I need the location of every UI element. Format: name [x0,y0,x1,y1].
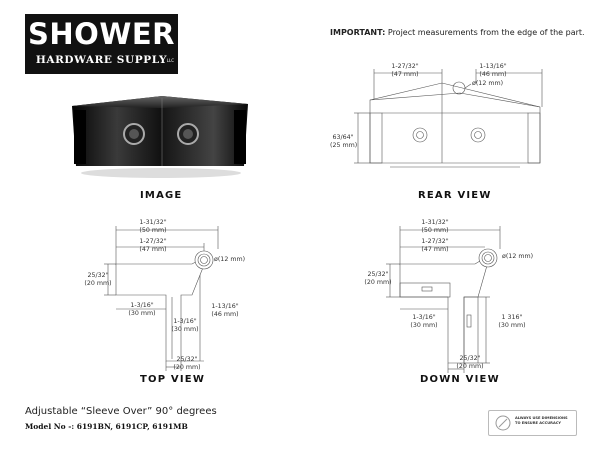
dim-mm: (47 mm) [391,70,419,78]
dim-mm: (30 mm) [410,321,438,329]
top-view-drawing [104,226,219,371]
important-notice: IMPORTANT: Project measurements from the… [330,28,585,37]
top-left-depth-dim: 25/32"(20 mm) [84,272,112,287]
badge-text: ALWAYS USE DIMENSIONS TO ENSURE ACCURACY [515,416,568,426]
accuracy-badge: ALWAYS USE DIMENSIONS TO ENSURE ACCURACY [488,410,577,436]
product-description: Adjustable “Sleeve Over” 90° degrees [25,406,217,417]
logo-subtitle: HARDWARE SUPPLY [35,54,168,66]
dim-mm: (46 mm) [211,310,239,318]
dim-mm: (46 mm) [479,70,507,78]
image-view-label: IMAGE [140,190,183,201]
dim-mm: (30 mm) [498,321,526,329]
top-hole-dim: ø(12 mm) [214,256,246,263]
down-arm-length-dim: 1-3/16"(30 mm) [407,314,441,329]
down-left-depth-dim: 25/32"(20 mm) [364,271,392,286]
dim-mm: (20 mm) [364,278,392,286]
down-view-drawing [386,226,501,373]
dim-value: 1-3/16" [412,314,436,321]
dim-value: 1 316" [501,314,523,321]
dim-value: 1-27/32" [421,238,449,245]
dim-mm: (25 mm) [330,141,358,149]
dim-mm: (30 mm) [171,325,199,333]
dim-mm: (47 mm) [421,245,449,253]
rear-height-dim: 63/64"(25 mm) [330,134,358,149]
dim-value: 25/32" [87,272,109,279]
top-depth-dim: 1-13/16"(46 mm) [208,303,242,318]
badge-line-2: TO ENSURE ACCURACY [515,421,561,425]
model-numbers: Model No -: 6191BN, 6191CP, 6191MB [25,422,188,431]
top-total-width-dim: 1-31/32"(50 mm) [128,219,178,234]
dim-value: 25/32" [459,355,481,362]
down-right-depth-dim: 1 316"(30 mm) [493,314,531,329]
top-arm-width-dim: 1-3/16"(30 mm) [168,318,202,333]
dim-mm: (30 mm) [128,309,156,317]
rear-width-right-dim: 1-13/16"(46 mm) [473,63,513,78]
dim-value: 1-13/16" [211,303,239,310]
down-view-label: DOWN VIEW [420,374,500,385]
dim-mm: (47 mm) [139,245,167,253]
rear-view-drawing [354,69,543,168]
badge-line-1: ALWAYS USE DIMENSIONS [515,416,568,420]
rear-view-label: REAR VIEW [418,190,492,201]
logo-llc: LLC [166,58,174,63]
dim-mm: (20 mm) [173,363,201,371]
notice-text: Project measurements from the edge of th… [385,28,585,37]
down-hole-dim: ø(12 mm) [502,253,534,260]
dim-mm: (50 mm) [139,226,167,234]
dim-value: 1-27/32" [391,63,419,70]
dim-value: 1-13/16" [479,63,507,70]
down-bottom-dim: 25/32"(20 mm) [455,355,485,370]
dim-value: 25/32" [176,356,198,363]
top-inner-width-dim: 1-27/32"(47 mm) [128,238,178,253]
dim-value: 1-3/16" [173,318,197,325]
top-arm-length-dim: 1-3/16"(30 mm) [125,302,159,317]
notice-label: IMPORTANT: [330,28,386,37]
ruler-icon [495,415,511,431]
dim-mm: (50 mm) [421,226,449,234]
dim-value: 1-27/32" [139,238,167,245]
dim-value: 1-31/32" [139,219,167,226]
dim-mm: (20 mm) [84,279,112,287]
dim-mm: (20 mm) [456,362,484,370]
brand-logo: SHOWER HARDWARE SUPPLY LLC [25,14,178,74]
rear-width-left-dim: 1-27/32"(47 mm) [385,63,425,78]
down-inner-width-dim: 1-27/32"(47 mm) [410,238,460,253]
dim-value: 63/64" [332,134,354,141]
dim-value: 25/32" [367,271,389,278]
top-bottom-dim: 25/32"(20 mm) [172,356,202,371]
rear-hole-dim: ø(12 mm) [472,80,504,87]
dim-value: 1-3/16" [130,302,154,309]
product-photo [72,96,248,178]
down-total-width-dim: 1-31/32"(50 mm) [410,219,460,234]
dim-value: 1-31/32" [421,219,449,226]
top-view-label: TOP VIEW [140,374,206,385]
logo-brand-text: SHOWER [28,17,175,51]
